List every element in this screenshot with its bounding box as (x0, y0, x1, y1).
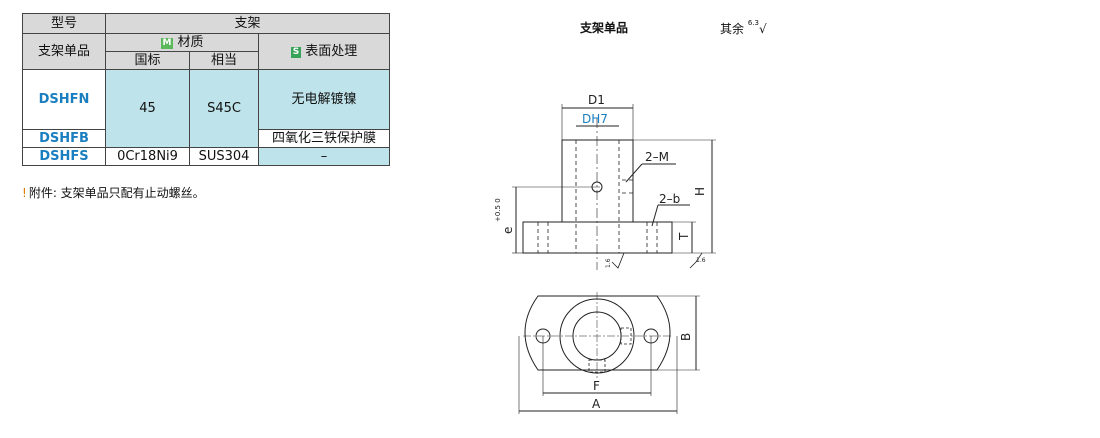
label-d1: D1 (588, 93, 605, 107)
roughness-prefix: 其余 (720, 22, 745, 36)
label-t: T (677, 232, 691, 241)
base-outline (522, 221, 673, 254)
drawing-title: 支架单品 (580, 21, 629, 35)
label-e: e (501, 227, 515, 234)
roughness-value: 6.3 (747, 19, 759, 27)
label-2m: 2–M (645, 150, 669, 164)
label-e-tolerance: +0.5 0 (494, 198, 502, 222)
roughness-check-icon: √ (758, 22, 767, 36)
flange-outline (524, 295, 671, 371)
header-model: 型号 (22, 13, 106, 34)
cell-equiv-s45c: S45C (189, 69, 259, 148)
cell-gb-ss: 0Cr18Ni9 (105, 147, 190, 166)
label-f: F (593, 379, 600, 393)
row-code-dshfn: DSHFN (22, 69, 106, 130)
cell-gb-45: 45 (105, 69, 190, 148)
material-tag-icon: M (160, 38, 174, 49)
header-bracket: 支架 (105, 13, 390, 34)
label-a: A (592, 397, 601, 411)
label-2b: 2–b (659, 192, 680, 206)
warning-icon: ! (22, 186, 27, 200)
accessory-note: !附件: 支架单品只配有止动螺丝。 (22, 184, 205, 201)
label-h: H (693, 187, 707, 196)
header-equiv: 相当 (189, 51, 259, 70)
surface-tag-icon: S (290, 47, 302, 58)
boss-outline (561, 139, 634, 223)
material-label: 材质 (177, 35, 204, 50)
cell-surface-oxide: 四氧化三铁保护膜 (258, 129, 390, 148)
label-roughness-a: 1.6 (605, 258, 612, 268)
surface-label: 表面处理 (305, 44, 358, 59)
label-b: B (679, 333, 693, 341)
label-dh7: DH7 (582, 112, 608, 126)
roughness-note: 其余 6.3√ (720, 19, 767, 37)
cell-surface-none: – (258, 147, 390, 166)
cell-surface-nickel: 无电解镀镍 (258, 69, 390, 130)
label-roughness-b: 1.6 (696, 257, 706, 264)
row-code-dshfs: DSHFS (22, 147, 106, 166)
accessory-note-text: 附件: 支架单品只配有止动螺丝。 (28, 186, 205, 200)
